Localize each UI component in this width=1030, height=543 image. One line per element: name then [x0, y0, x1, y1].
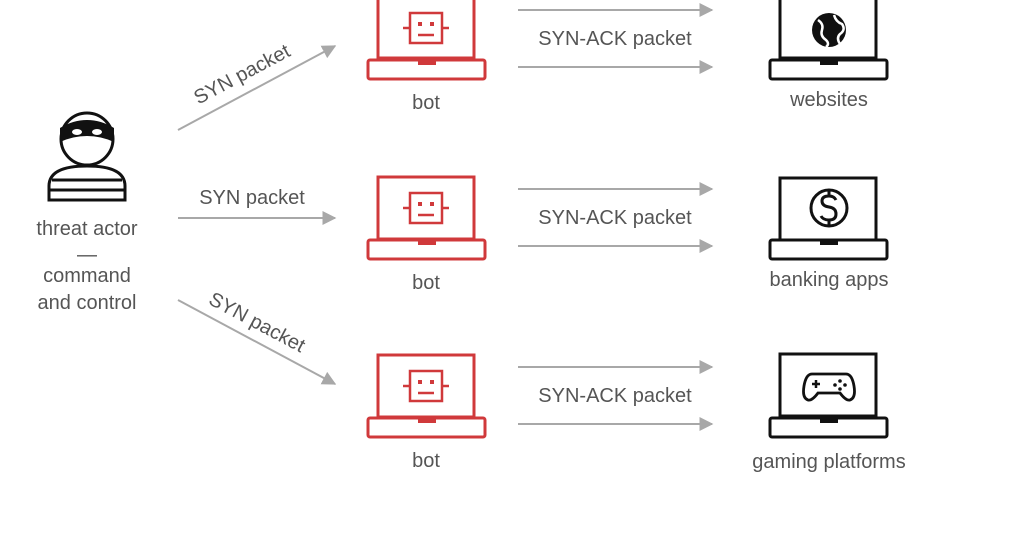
syn-arrows: SYN packet SYN packet SYN packet	[177, 40, 337, 385]
synack-label-bottom: SYN-ACK packet	[538, 385, 692, 407]
bot-top: bot	[366, 0, 487, 114]
robot-laptop-icon	[366, 353, 487, 439]
synack-label-middle: SYN-ACK packet	[538, 207, 692, 229]
robot-laptop-icon	[366, 0, 487, 81]
bot-label-bottom: bot	[412, 450, 440, 472]
gamepad-icon	[802, 372, 856, 402]
dollar-icon	[809, 188, 849, 228]
target-gaming-platforms: gaming platforms	[752, 352, 906, 473]
target-banking-apps: banking apps	[768, 176, 889, 291]
syn-label-middle: SYN packet	[199, 187, 305, 209]
bot-label-top: bot	[412, 92, 440, 114]
target-label-websites: websites	[789, 89, 868, 111]
syn-label-top: SYN packet	[190, 40, 294, 109]
and-control-label: and control	[38, 292, 137, 314]
target-label-gaming-platforms: gaming platforms	[752, 451, 905, 473]
target-websites: websites	[768, 0, 889, 111]
bot-middle: bot	[366, 175, 487, 294]
target-label-banking-apps: banking apps	[770, 269, 889, 291]
robot-laptop-icon	[366, 175, 487, 261]
masked-hacker-icon	[47, 111, 127, 202]
syn-arrow-bottom	[177, 299, 337, 385]
bot-label-middle: bot	[412, 272, 440, 294]
threat-actor-label: threat actor	[36, 218, 138, 240]
synack-label-top: SYN-ACK packet	[538, 28, 692, 50]
threat-actor-separator: —	[77, 244, 97, 266]
syn-arrow-top	[177, 45, 337, 131]
synack-arrows: SYN-ACK packet SYN-ACK packet SYN-ACK pa…	[518, 3, 714, 431]
threat-actor: threat actor — command and control	[36, 111, 138, 314]
command-label: command	[43, 265, 131, 287]
globe-icon	[812, 13, 846, 48]
bot-bottom: bot	[366, 353, 487, 472]
